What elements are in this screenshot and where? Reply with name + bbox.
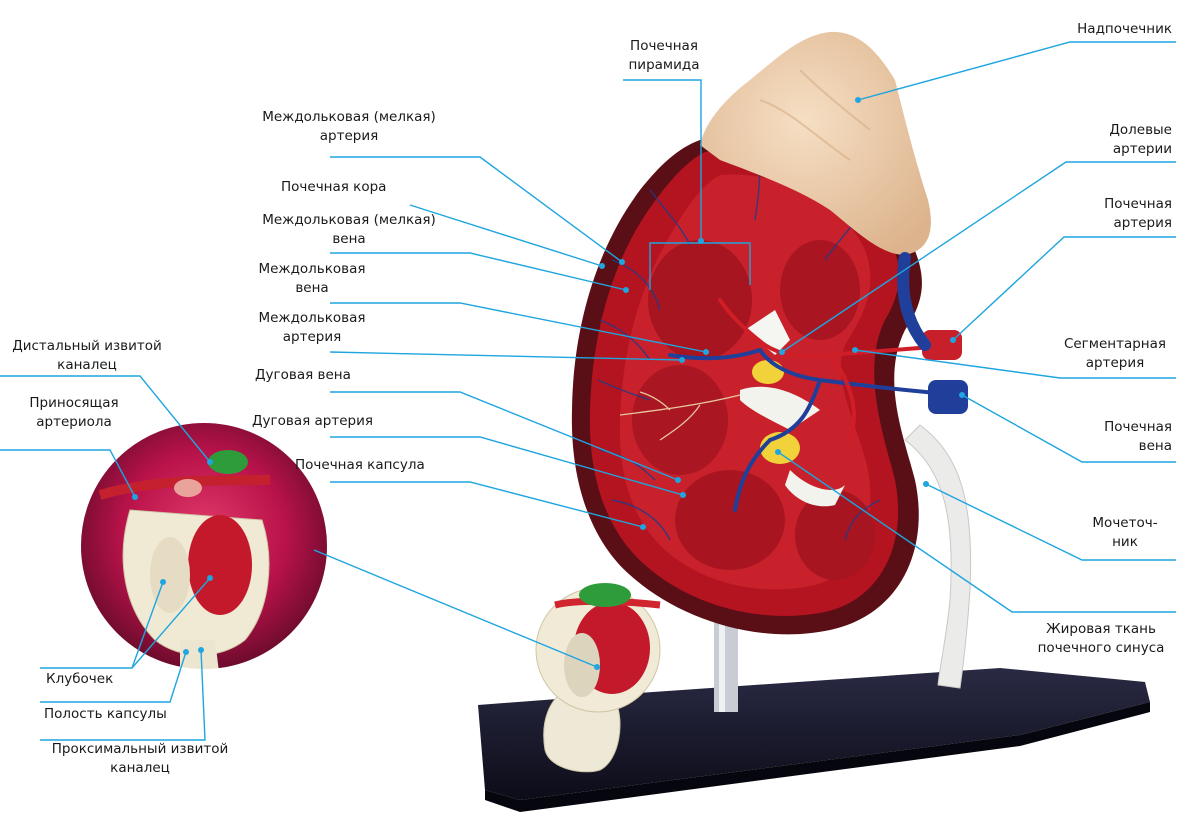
label-segmental-artery-line1: Сегментарная [1063,336,1167,352]
label-capsule-line1: Почечная капсула [295,457,425,473]
label-distal-tubule: Дистальный извитой каналец [2,337,172,375]
label-lobar-arteries: Долевые артерии [1072,121,1172,159]
label-afferent-arteriole: Приносящая артериола [20,394,128,432]
label-afferent-arteriole-line2: артериола [36,414,112,430]
label-proximal-tubule: Проксимальный извитой каналец [40,740,240,778]
label-pyramid: Почечная пирамида [612,37,716,75]
label-arcuate-artery-line1: Дуговая артерия [252,413,374,429]
label-pyramid-line2: пирамида [628,57,700,73]
label-interlobar-artery-line1: Междольковая [258,310,366,326]
label-interlobar-vein: Междольковая вена [246,260,378,298]
label-interlobular-artery-line2: артерия [319,128,379,144]
label-ureter-line2: ник [1112,534,1138,550]
label-adrenal: Надпочечник [1040,20,1172,39]
label-capsule-cavity: Полость капсулы [44,705,167,724]
label-ureter: Мочеточ- ник [1078,514,1172,552]
label-interlobar-artery-line2: артерия [282,329,342,345]
label-proximal-tubule-line1: Проксимальный извитой [51,741,229,757]
label-pyramid-line1: Почечная [630,38,698,54]
label-renal-vein-line1: Почечная [1104,419,1172,435]
label-capsule-cavity-line1: Полость капсулы [44,706,167,722]
label-sinus-fat-line1: Жировая ткань [1046,621,1156,637]
label-arcuate-artery: Дуговая артерия [252,412,373,431]
label-renal-vein-line2: вена [1138,438,1172,454]
label-capsule: Почечная капсула [295,456,425,475]
label-lobar-arteries-line1: Долевые [1109,122,1172,138]
label-segmental-artery: Сегментарная артерия [1056,335,1174,373]
label-distal-tubule-line2: каналец [57,357,117,373]
label-cortex-line1: Почечная кора [281,179,387,195]
label-renal-artery-line1: Почечная [1104,196,1172,212]
label-adrenal-line1: Надпочечник [1077,21,1172,37]
label-interlobar-vein-line1: Междольковая [258,261,366,277]
label-lobar-arteries-line2: артерии [1112,141,1172,157]
ureter [904,424,972,689]
label-renal-vein: Почечная вена [1072,418,1172,456]
label-cortex: Почечная кора [281,178,386,197]
label-afferent-arteriole-line1: Приносящая [29,395,119,411]
label-interlobular-vein-line1: Междольковая (мелкая) [262,212,436,228]
label-renal-artery: Почечная артерия [1072,195,1172,233]
adrenal-gland [700,31,931,255]
label-glomerulus-line1: Клубочек [46,671,114,687]
label-ureter-line1: Мочеточ- [1092,515,1158,531]
label-renal-artery-line2: артерия [1113,215,1172,231]
leader-lines [0,41,1176,741]
label-interlobular-vein-line2: вена [332,231,366,247]
label-arcuate-vein-line1: Дуговая вена [255,367,351,383]
label-interlobar-vein-line2: вена [295,280,329,296]
label-proximal-tubule-line2: каналец [110,760,170,776]
label-glomerulus: Клубочек [46,670,113,689]
label-interlobular-vein: Междольковая (мелкая) вена [244,211,454,249]
label-segmental-artery-line2: артерия [1085,355,1145,371]
label-interlobular-artery-line1: Междольковая (мелкая) [262,109,436,125]
label-sinus-fat-line2: почечного синуса [1037,640,1165,656]
kidney-model [571,137,962,635]
nephron-model-small [535,583,661,773]
model-base [478,600,1150,812]
label-sinus-fat: Жировая ткань почечного синуса [1024,620,1178,658]
label-interlobar-artery: Междольковая артерия [246,309,378,347]
label-interlobular-artery: Междольковая (мелкая) артерия [244,108,454,146]
nephron-zoom-circle [79,421,329,671]
label-distal-tubule-line1: Дистальный извитой [12,338,162,354]
label-arcuate-vein: Дуговая вена [255,366,351,385]
